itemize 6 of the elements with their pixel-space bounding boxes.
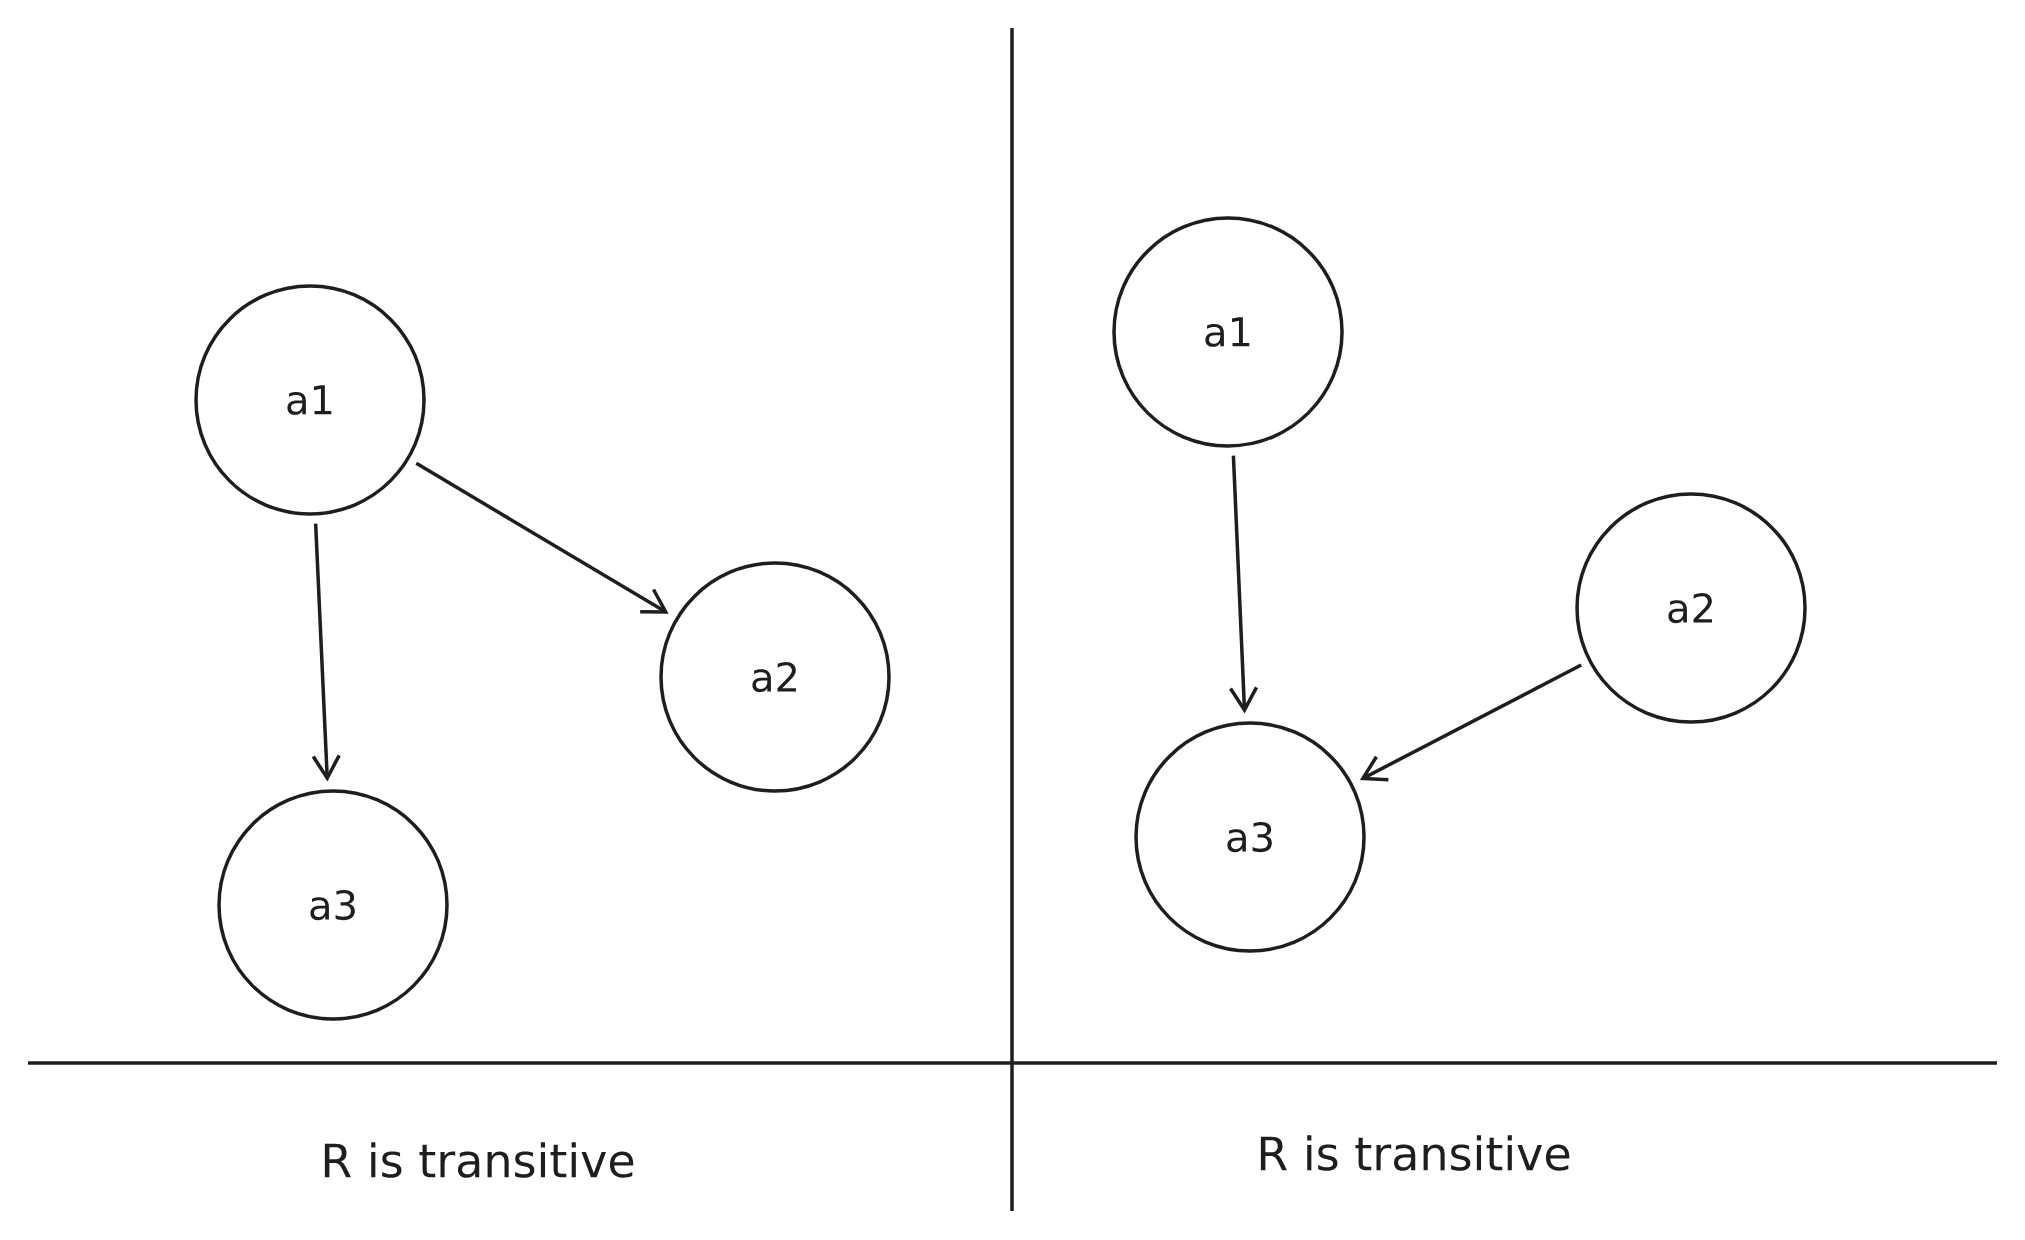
arrow — [415, 461, 669, 614]
arrow — [1229, 455, 1259, 714]
arrow — [311, 523, 341, 782]
caption-text: R is transitive — [1260, 1135, 1570, 1171]
arrow — [1359, 663, 1582, 782]
caption-text: R is transitive — [324, 1142, 634, 1178]
